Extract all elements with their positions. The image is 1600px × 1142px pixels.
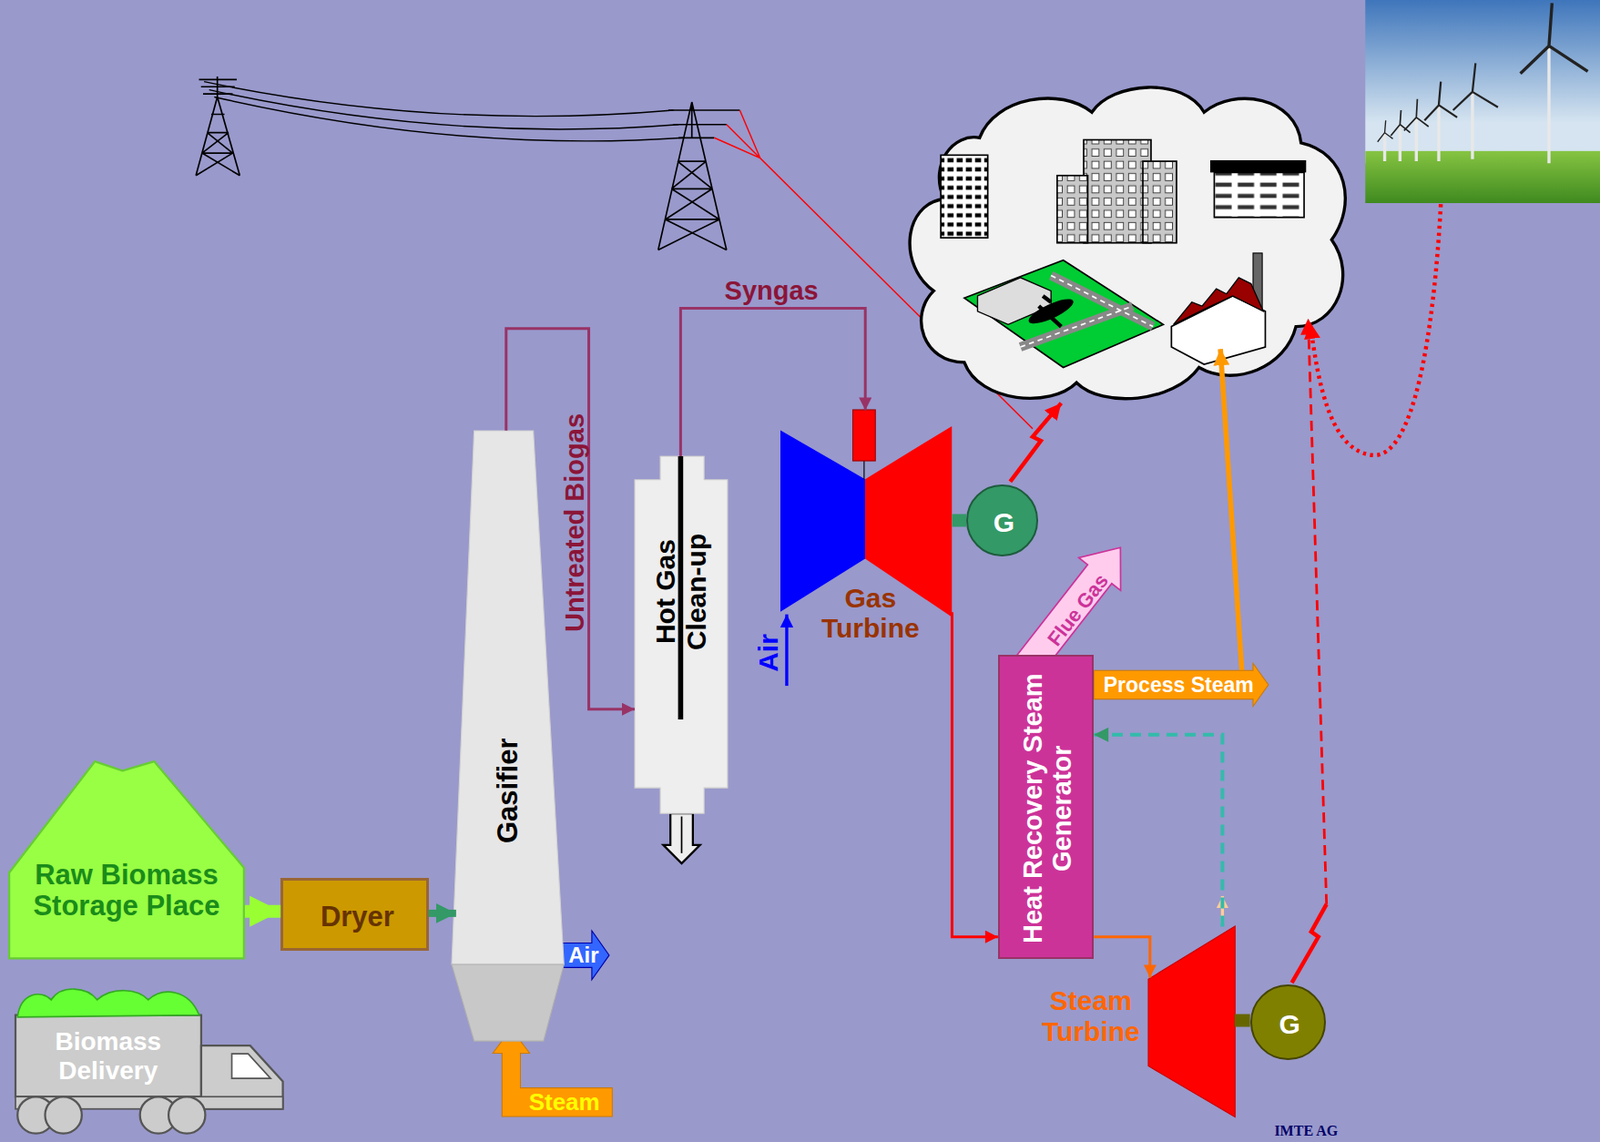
text-frame: Dryer [283, 880, 431, 955]
condensate-return [1093, 734, 1223, 928]
tower-building [940, 154, 989, 238]
wind-power-dotted [1310, 203, 1441, 456]
text-frame: Raw Biomass Storage Place [8, 855, 245, 927]
text-frame: Steam Turbine [1033, 975, 1149, 1058]
flow-label: Syngas [724, 277, 819, 305]
steam-inlet-arrow [492, 1029, 612, 1117]
cleanup-unit: Hot Gas Clean-up [634, 456, 728, 814]
ash-outlet-arrow [662, 813, 700, 864]
wind-turbine-blades [1520, 2, 1589, 73]
text-frame: Biomass Delivery [15, 1015, 202, 1098]
credit-label: IMTE AG [1273, 1123, 1338, 1139]
process-steam-line [1220, 348, 1244, 686]
generator-circle: G [1250, 984, 1326, 1060]
pylon [658, 101, 741, 250]
dryer-box: Dryer [280, 877, 429, 952]
cleanup-body [634, 456, 728, 814]
office-building [1083, 140, 1152, 244]
storage-label: Raw Biomass Storage Place [8, 859, 245, 923]
feed-arrow [244, 905, 281, 918]
stream-label: Air [754, 633, 783, 673]
steam-turbine-outline [1148, 926, 1235, 1118]
hrsg-label: Heat Recovery Steam Generator [1018, 672, 1078, 946]
shaft [1234, 1014, 1251, 1028]
office-building [1057, 175, 1089, 244]
gasifier-label: Gasifier [492, 690, 525, 891]
ash-outlet-arrow [681, 816, 683, 854]
office-building [1142, 161, 1177, 244]
air-inlet-arrow [784, 614, 788, 686]
wind-turbine-blades [1404, 99, 1429, 132]
airport-ground [964, 260, 1164, 368]
turbine-label: Steam Turbine [1033, 985, 1149, 1047]
truck-body [15, 1015, 202, 1098]
flow-label: Untreated Biogas [560, 413, 588, 632]
stream-label: Air [568, 944, 599, 967]
sky [1365, 0, 1600, 164]
combustor-feed [864, 460, 866, 479]
gasifier-vessel: Gasifier [451, 430, 564, 1041]
text-frame: Gas Turbine [809, 576, 932, 651]
turbine-label: Gas Turbine [809, 582, 932, 644]
air-inlet-arrow [560, 930, 610, 980]
generator-label: G [1278, 1008, 1300, 1040]
steam-turbine: Steam Turbine [1148, 926, 1235, 1118]
shaft [951, 513, 967, 527]
gas-pipe [680, 307, 866, 456]
process-steam-arrow [1093, 662, 1269, 706]
wind-turbine-blades [1424, 81, 1458, 122]
power-output-arrow [1292, 904, 1327, 983]
power-output-arrow [1009, 403, 1061, 482]
text-frame: G [1252, 986, 1328, 1062]
gas-turbine: Gas Turbine [780, 409, 952, 648]
text-frame: Heat Recovery Steam Generator [999, 656, 1096, 961]
steam-turbine-stage [1148, 926, 1235, 1118]
condensate-arrow [1221, 896, 1224, 924]
text-frame: Gasifier [451, 688, 564, 893]
feed-arrow [428, 909, 457, 918]
stream-label: Steam [529, 1090, 601, 1114]
storage-pile: Raw Biomass Storage Place [8, 760, 245, 960]
stream-label: Process Steam [1103, 673, 1254, 695]
steam-line [1093, 937, 1151, 979]
text-frame: G [968, 486, 1040, 558]
wind-turbine-blades [1390, 110, 1410, 136]
low-building-roof [1210, 160, 1306, 173]
consumer-cloud [909, 87, 1346, 399]
power-line [203, 81, 684, 142]
generator-circle: G [966, 484, 1038, 556]
gasifier-bottom [451, 964, 564, 1041]
truck-wheel [168, 1097, 205, 1134]
delivery-truck: Biomass Delivery [15, 984, 284, 1135]
low-building [1213, 172, 1305, 217]
wind-turbine-tower [1385, 45, 1550, 164]
dryer-label: Dryer [320, 901, 395, 934]
cab-window [231, 1054, 271, 1080]
exhaust-line [951, 611, 998, 937]
text-frame: Hot Gas Clean-up [634, 515, 728, 669]
biomass-load [17, 988, 199, 1018]
factory-roof [1173, 277, 1264, 326]
truck-label: Biomass Delivery [15, 1027, 202, 1085]
wind-turbine-blades [1453, 62, 1499, 111]
wind-turbine-blades [1377, 120, 1394, 143]
power-output-dashed [1308, 318, 1327, 905]
cleanup-label: Hot Gas Clean-up [650, 515, 712, 669]
gasifier-vessel-outline [451, 430, 564, 1041]
truck-wheel [44, 1097, 82, 1134]
combustor [853, 409, 877, 461]
hrsg-box: Heat Recovery Steam Generator [998, 654, 1094, 959]
generator-label: G [993, 507, 1015, 539]
airplane [1025, 294, 1076, 328]
gasifier-body [451, 430, 564, 965]
airplane-wing [1039, 295, 1062, 327]
